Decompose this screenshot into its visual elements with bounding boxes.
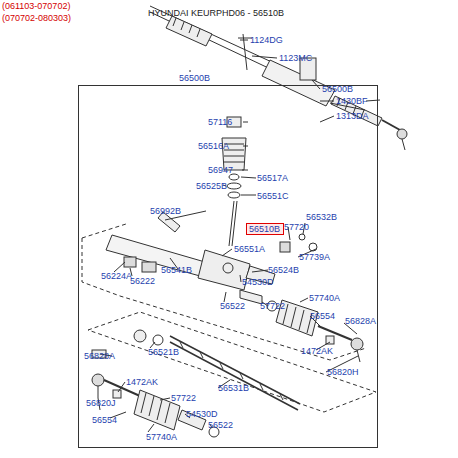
callout-number: 56522 bbox=[220, 301, 245, 311]
frame-heading: 56500B bbox=[179, 73, 210, 83]
callout-number: 56524B bbox=[268, 265, 299, 275]
callout-number: 56820H bbox=[327, 367, 359, 377]
callout-number: 56522 bbox=[208, 420, 233, 430]
callout-number: 56820J bbox=[86, 398, 116, 408]
callout-number: 1123MC bbox=[279, 53, 312, 63]
callout-number: 1313DA bbox=[336, 111, 369, 121]
callout-number: 56222 bbox=[130, 276, 155, 286]
header-text: HYUNDAI KEURPHD06 - 56510B bbox=[148, 8, 284, 18]
callout-number: 54530D bbox=[242, 277, 274, 287]
callout-number: 57740A bbox=[146, 432, 177, 442]
part-number-highlighted: 56510B bbox=[249, 224, 281, 234]
callout-number: 56525B bbox=[196, 181, 227, 191]
callout-number: 56500B bbox=[322, 84, 353, 94]
assembly-frame: 56500B 56510B bbox=[78, 85, 378, 448]
callout-number: 56551A bbox=[234, 244, 265, 254]
highlight-box: 56510B bbox=[246, 223, 284, 235]
header-text: (061103-070702) bbox=[2, 1, 70, 11]
callout-number: 54530D bbox=[186, 409, 218, 419]
callout-number: 56554 bbox=[92, 415, 117, 425]
callout-number: 1124DG bbox=[250, 35, 283, 45]
callout-number: 56828A bbox=[345, 316, 376, 326]
callout-number: 57720 bbox=[284, 222, 309, 232]
callout-number: 56828A bbox=[84, 351, 115, 361]
callout-number: 1472AK bbox=[301, 346, 333, 356]
callout-number: 56554 bbox=[310, 311, 335, 321]
callout-number: 57722 bbox=[260, 301, 285, 311]
callout-number: 57739A bbox=[299, 252, 330, 262]
callout-number: 1472AK bbox=[126, 377, 158, 387]
callout-number: 56532B bbox=[306, 212, 337, 222]
callout-number: 56551C bbox=[257, 191, 289, 201]
callout-number: 56224A bbox=[101, 271, 132, 281]
callout-number: 56516A bbox=[198, 141, 229, 151]
callout-number: 56992B bbox=[150, 206, 181, 216]
callout-number: 1430BF bbox=[336, 96, 368, 106]
callout-number: 56947 bbox=[208, 165, 233, 175]
callout-number: 57116 bbox=[208, 117, 232, 127]
callout-number: 57722 bbox=[171, 393, 196, 403]
callout-number: 57740A bbox=[309, 293, 340, 303]
callout-number: 56531B bbox=[218, 383, 249, 393]
callout-number: 56521B bbox=[148, 347, 179, 357]
callout-number: 56541B bbox=[161, 265, 192, 275]
callout-number: 56517A bbox=[257, 173, 288, 183]
header-text: (070702-080303) bbox=[2, 13, 71, 23]
